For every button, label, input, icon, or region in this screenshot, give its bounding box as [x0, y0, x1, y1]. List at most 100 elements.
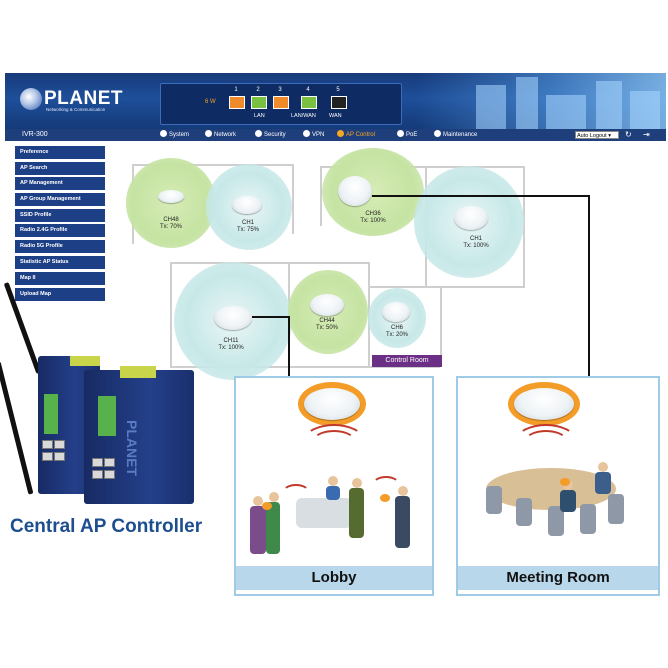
ap-tx-label: Tx: 20% [385, 332, 408, 338]
ap-tx-label: Tx: 100% [360, 218, 386, 224]
access-point-icon[interactable] [310, 294, 344, 316]
terminal-block-icon [98, 396, 116, 436]
port-number: 3 [278, 87, 282, 93]
sidebar-item-statistic-ap[interactable]: Statistic AP Status [15, 256, 105, 269]
sidebar-item-radio-24g[interactable]: Radio 2.4G Profile [15, 224, 105, 237]
antenna-icon [0, 361, 34, 495]
brand-name: PLANET [44, 88, 123, 109]
reception-desk [296, 498, 352, 528]
sidebar-item-preference[interactable]: Preference [15, 146, 105, 159]
port-1-indicator[interactable] [229, 96, 245, 109]
device-model: IVR-300 [22, 131, 48, 138]
floorplan-wall [170, 366, 440, 368]
menu-bar [5, 129, 666, 141]
sidebar-item-ap-search[interactable]: AP Search [15, 162, 105, 175]
ap-channel-label: CH48 [163, 217, 179, 223]
ceiling-ap-icon [514, 388, 574, 420]
port-number: 5 [336, 87, 340, 93]
ap-channel-label: CH6 [390, 325, 403, 331]
lobby-label: Lobby [236, 566, 432, 590]
person-head [253, 496, 263, 506]
access-point-icon[interactable] [454, 206, 488, 230]
ethernet-port-icon [54, 440, 65, 449]
person-figure [326, 486, 340, 500]
lan-group-label: LAN [254, 113, 265, 119]
floorplan-wall [523, 166, 525, 286]
wifi-signal-icon [282, 484, 310, 502]
chair-icon [608, 494, 624, 524]
device-icon [380, 494, 390, 502]
port-number: 1 [234, 87, 238, 93]
sidebar-item-ssid-profile[interactable]: SSID Profile [15, 209, 105, 222]
port-3-indicator[interactable] [273, 96, 289, 109]
access-point-icon[interactable] [214, 306, 252, 330]
sidebar-item-ap-management[interactable]: AP Management [15, 177, 105, 190]
access-point-icon[interactable] [158, 190, 184, 203]
access-point-icon[interactable] [338, 176, 372, 206]
nav-maintenance[interactable]: Maintenance [434, 129, 477, 141]
ap-channel-label: CH36 [365, 211, 381, 217]
floorplan-wall [320, 166, 322, 226]
person-head [352, 478, 362, 488]
globe-icon [205, 130, 212, 137]
logout-icon[interactable]: ⇥ [643, 130, 650, 139]
wifi-signal-icon [516, 424, 576, 456]
meeting-room-label: Meeting Room [458, 566, 658, 590]
ethernet-port-icon [104, 458, 115, 467]
floorplan-wall [440, 288, 442, 366]
nav-vpn[interactable]: VPN [303, 129, 324, 141]
nav-network[interactable]: Network [205, 129, 236, 141]
port-2-indicator[interactable] [251, 96, 267, 109]
ethernet-port-icon [92, 470, 103, 479]
sidebar-item-ap-group-management[interactable]: AP Group Management [15, 193, 105, 206]
wifi-icon [337, 130, 344, 137]
person-figure [560, 490, 576, 512]
sidebar-item-radio-5g[interactable]: Radio 5G Profile [15, 240, 105, 253]
ap-tx-label: Tx: 50% [315, 325, 338, 331]
device-icon [560, 478, 570, 486]
ethernet-port-icon [104, 470, 115, 479]
port-5-indicator[interactable] [331, 96, 347, 109]
ap-coverage-ch48 [126, 158, 216, 248]
ap-tx-label: Tx: 100% [463, 243, 489, 249]
access-point-icon[interactable] [232, 196, 262, 214]
auto-logout-select[interactable]: Auto Logout ▾ [575, 131, 619, 139]
gear-icon [160, 130, 167, 137]
access-point-icon[interactable] [382, 302, 410, 322]
shield-icon [255, 130, 262, 137]
header-skyline [416, 73, 666, 129]
wrench-icon [434, 130, 441, 137]
cable-line [372, 195, 590, 197]
person-figure [595, 472, 611, 494]
ethernet-port-icon [42, 440, 53, 449]
ethernet-port-icon [92, 458, 103, 467]
control-room-label: Control Room [372, 355, 442, 367]
terminal-block-icon [70, 356, 100, 366]
wan-group-label: WAN [329, 113, 342, 119]
meeting-table [486, 468, 616, 510]
refresh-icon[interactable]: ↻ [625, 130, 632, 139]
ap-channel-label: CH1 [469, 236, 482, 242]
planet-globe-icon [20, 88, 42, 110]
chair-icon [548, 506, 564, 536]
floorplan-wall [132, 164, 292, 166]
chair-icon [580, 504, 596, 534]
person-head [269, 492, 279, 502]
person-figure [349, 488, 364, 538]
person-figure [250, 506, 266, 554]
app-header [5, 73, 666, 129]
floorplan-wall [370, 286, 525, 288]
sidebar-item-upload-map[interactable]: Upload Map [15, 288, 105, 301]
brand-tagline: Networking & Communication [46, 107, 106, 112]
cable-line [288, 316, 290, 406]
nav-system[interactable]: System [160, 129, 189, 141]
port-number: 4 [306, 87, 310, 93]
ethernet-port-icon [54, 452, 65, 461]
person-head [598, 462, 608, 472]
nav-poe[interactable]: PoE [397, 129, 417, 141]
nav-security[interactable]: Security [255, 129, 286, 141]
sidebar-item-map[interactable]: Map II [15, 272, 105, 285]
port-4-indicator[interactable] [301, 96, 317, 109]
ceiling-ap-icon [304, 388, 360, 420]
nav-ap-control[interactable]: AP Control [337, 129, 375, 141]
